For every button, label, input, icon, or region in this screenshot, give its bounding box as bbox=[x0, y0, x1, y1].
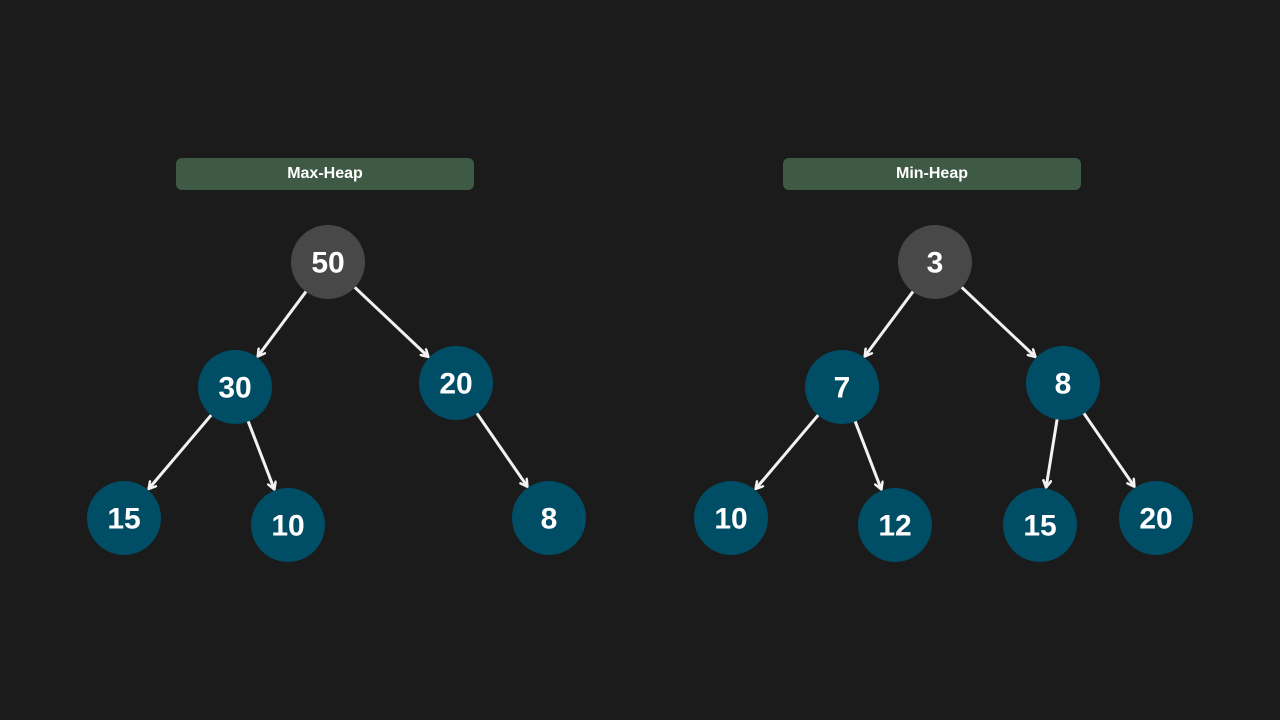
max-heap-node-8: 8 bbox=[512, 481, 586, 555]
min-heap-node-15: 15 bbox=[1003, 488, 1077, 562]
min-heap-label: Min-Heap bbox=[783, 158, 1081, 190]
max-heap-node-circle bbox=[512, 481, 586, 555]
min-heap-node-value: 7 bbox=[834, 372, 851, 405]
min-heap-node-circle bbox=[1003, 488, 1077, 562]
min-heap-node-circle bbox=[694, 481, 768, 555]
min-heap-node-10: 10 bbox=[694, 481, 768, 555]
max-heap-edge-m30-m10 bbox=[246, 419, 275, 490]
min-heap-edge-n8-n20 bbox=[1081, 410, 1135, 487]
max-heap-node-value: 20 bbox=[439, 368, 472, 401]
min-heap-node-7: 7 bbox=[805, 350, 879, 424]
max-heap-node-value: 30 bbox=[218, 372, 251, 405]
min-heap-node-value: 15 bbox=[1023, 510, 1056, 543]
min-heap-node-circle bbox=[1119, 481, 1193, 555]
min-heap-node-value: 8 bbox=[1055, 368, 1072, 401]
nodes-layer: 50 30 20 15 10 8 3 7 8 10 12 15 20 bbox=[87, 225, 1193, 562]
max-heap-node-value: 50 bbox=[311, 247, 344, 280]
max-heap-node-circle bbox=[291, 225, 365, 299]
min-heap-node-value: 10 bbox=[714, 503, 747, 536]
min-heap-node-circle bbox=[898, 225, 972, 299]
min-heap-edge-n7-n10 bbox=[756, 412, 821, 489]
max-heap-node-value: 10 bbox=[271, 510, 304, 543]
max-heap-node-30: 30 bbox=[198, 350, 272, 424]
min-heap-node-12: 12 bbox=[858, 488, 932, 562]
max-heap-edge-m50-m30 bbox=[258, 289, 309, 356]
max-heap-edge-m20-m8 bbox=[474, 410, 528, 487]
min-heap-node-value: 3 bbox=[927, 247, 944, 280]
max-heap-node-value: 15 bbox=[107, 503, 140, 536]
max-heap-node-circle bbox=[251, 488, 325, 562]
min-heap-edge-n7-n12 bbox=[853, 419, 882, 490]
min-heap-node-circle bbox=[858, 488, 932, 562]
max-heap-node-value: 8 bbox=[541, 503, 558, 536]
max-heap-edge-m50-m20 bbox=[352, 284, 428, 357]
max-heap-edge-m30-m15 bbox=[149, 412, 214, 489]
max-heap-node-20: 20 bbox=[419, 346, 493, 420]
min-heap-node-3: 3 bbox=[898, 225, 972, 299]
min-heap-node-circle bbox=[1026, 346, 1100, 420]
min-heap-node-value: 20 bbox=[1139, 503, 1172, 536]
edges-layer bbox=[149, 284, 1135, 490]
min-heap-edge-n3-n8 bbox=[959, 284, 1035, 357]
min-heap-node-circle bbox=[805, 350, 879, 424]
max-heap-node-10: 10 bbox=[251, 488, 325, 562]
min-heap-node-20: 20 bbox=[1119, 481, 1193, 555]
max-heap-node-circle bbox=[198, 350, 272, 424]
min-heap-edge-n8-n15 bbox=[1046, 417, 1059, 488]
min-heap-node-8: 8 bbox=[1026, 346, 1100, 420]
min-heap-edge-n3-n7 bbox=[865, 289, 916, 356]
max-heap-node-circle bbox=[419, 346, 493, 420]
max-heap-label: Max-Heap bbox=[176, 158, 474, 190]
max-heap-node-circle bbox=[87, 481, 161, 555]
max-heap-node-15: 15 bbox=[87, 481, 161, 555]
min-heap-node-value: 12 bbox=[878, 510, 911, 543]
max-heap-node-50: 50 bbox=[291, 225, 365, 299]
